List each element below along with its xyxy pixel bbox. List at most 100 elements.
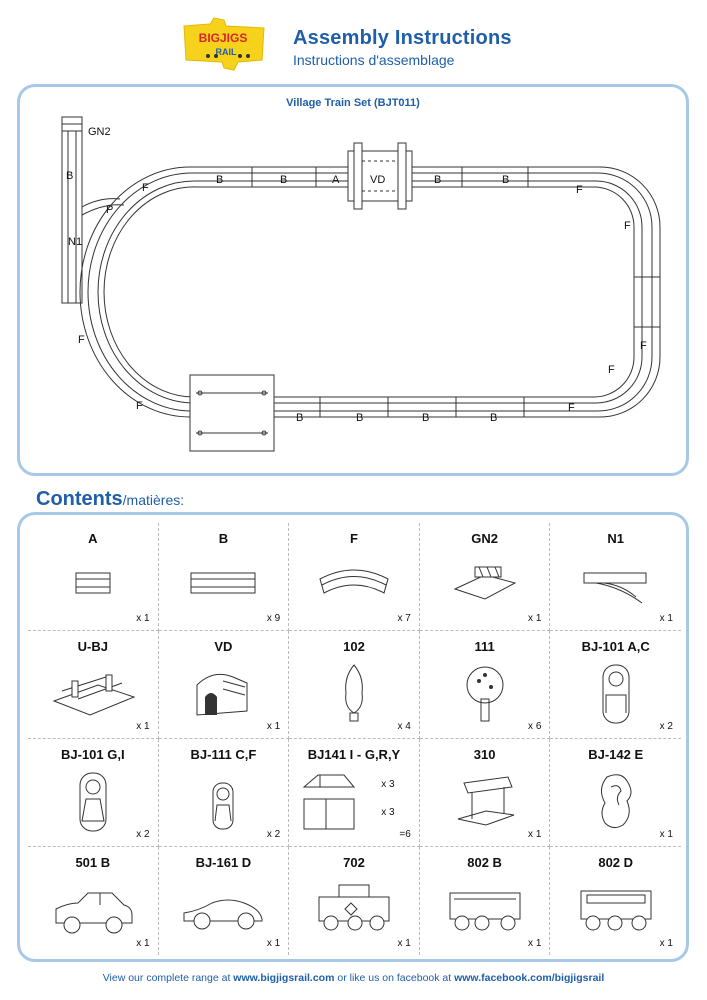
- label-b-siding: B: [66, 170, 73, 182]
- item-label: BJ-142 E: [588, 747, 644, 762]
- item-qty: x 4: [397, 721, 411, 732]
- contents-item: 102 x 4: [289, 631, 420, 739]
- item-label: 802 D: [598, 855, 634, 870]
- item-qty: =6: [399, 829, 411, 840]
- item-sub-qty-block: x 3: [381, 807, 395, 818]
- contents-subtitle: /matières:: [122, 492, 185, 508]
- label-vd: VD: [370, 174, 385, 186]
- contents-heading: Contents/matières:: [36, 488, 184, 511]
- item-label: BJ-101 A,C: [581, 639, 650, 654]
- contents-item: BJ-101 A,C x 2: [550, 631, 681, 739]
- footer-middle: or like us on facebook at: [334, 972, 455, 984]
- item-label: 310: [473, 747, 496, 762]
- item-qty: x 2: [659, 721, 673, 732]
- label-f-4: F: [640, 340, 647, 352]
- straight-short-track-icon: [75, 572, 111, 594]
- item-label: 702: [343, 855, 365, 870]
- label-a: A: [332, 174, 340, 186]
- contents-item: A x 1: [28, 523, 159, 631]
- item-label: 802 B: [467, 855, 502, 870]
- item-label: B: [218, 531, 229, 546]
- item-label: BJ-161 D: [195, 855, 252, 870]
- label-f-6: F: [136, 400, 143, 412]
- logo-brand-bottom: RAIL: [216, 47, 237, 57]
- label-f-7: F: [568, 402, 575, 414]
- item-label: 501 B: [75, 855, 111, 870]
- footer-website-link[interactable]: www.bigjigsrail.com: [233, 972, 335, 984]
- footer-facebook-link[interactable]: www.facebook.com/bigjigsrail: [454, 972, 605, 984]
- item-label: N1: [607, 531, 624, 546]
- contents-item: 802 B x 1: [420, 847, 551, 955]
- contents-item: BJ-101 G,I x 2: [28, 739, 159, 847]
- label-f-1: F: [142, 182, 149, 194]
- item-label: F: [350, 531, 358, 546]
- contents-item: VD x 1: [158, 631, 290, 739]
- bigjigs-rail-logo: BIGJIGS RAIL: [180, 16, 270, 72]
- label-gn2: GN2: [88, 126, 111, 138]
- item-qty: x 7: [397, 613, 411, 624]
- level-crossing-icon: [52, 674, 136, 716]
- contents-item: F x 7: [289, 523, 420, 631]
- item-qty: x 1: [528, 829, 542, 840]
- item-qty: x 1: [659, 613, 673, 624]
- contents-item: B x 9: [158, 523, 290, 631]
- item-qty: x 1: [397, 938, 411, 949]
- carriage-icon: [580, 890, 652, 931]
- contents-item: BJ-111 C,F x 2: [158, 739, 290, 847]
- figure-child-icon: [212, 782, 234, 830]
- bush-icon: [600, 774, 632, 829]
- label-b-1: B: [216, 174, 223, 186]
- contents-item: BJ-142 E x 1: [550, 739, 681, 847]
- label-b-5: B: [296, 412, 303, 424]
- item-sub-qty-roof: x 3: [381, 779, 395, 790]
- page-title: Assembly Instructions: [293, 27, 512, 49]
- item-qty: x 1: [659, 829, 673, 840]
- label-n1: N1: [68, 236, 82, 248]
- item-qty: x 2: [266, 829, 281, 840]
- wagon-icon: [449, 892, 521, 931]
- label-b-6: B: [356, 412, 363, 424]
- item-label: BJ-111 C,F: [190, 747, 257, 762]
- contents-item: GN2 x 1: [419, 523, 551, 631]
- item-qty: x 1: [266, 938, 281, 949]
- figure-man-icon: [602, 664, 630, 724]
- track-layout-diagram: GN2 B N1 P F B B A VD B B F F F F F B B …: [61, 116, 661, 452]
- shelter-icon: [457, 776, 514, 826]
- tunnel-icon: [196, 673, 248, 716]
- points-track-icon: [583, 572, 647, 604]
- contents-grid: A x 1 B x 9 F x 7 GN2 x 1: [28, 523, 681, 955]
- locomotive-icon: [318, 884, 390, 931]
- label-p: P: [106, 204, 113, 216]
- contents-item: BJ141 I - G,R,Y x 3 x 3 =6: [289, 739, 420, 847]
- label-f-2: F: [576, 184, 583, 196]
- item-qty: x 1: [528, 938, 542, 949]
- item-qty: x 6: [528, 721, 542, 732]
- item-qty: x 1: [136, 938, 150, 949]
- contents-item: 111 x 6: [419, 631, 551, 739]
- contents-item: BJ-161 D x 1: [159, 847, 290, 955]
- item-qty: x 9: [266, 613, 281, 624]
- contents-item: U-BJ x 1: [28, 631, 159, 739]
- sports-car-icon: [183, 899, 263, 930]
- contents-item: N1 x 1: [550, 523, 681, 631]
- contents-item: 310 x 1: [419, 739, 551, 847]
- item-qty: x 1: [659, 938, 673, 949]
- label-b-2: B: [280, 174, 287, 186]
- label-b-4: B: [502, 174, 509, 186]
- footer-prefix: View our complete range at: [102, 972, 234, 984]
- track-layout-panel: Village Train Set (BJT011): [17, 84, 689, 476]
- item-qty: x 1: [136, 613, 150, 624]
- page-header: BIGJIGS RAIL Assembly Instructions Instr…: [0, 0, 707, 80]
- label-f-8: F: [608, 364, 615, 376]
- label-b-7: B: [422, 412, 429, 424]
- curved-track-icon: [319, 569, 389, 594]
- layout-title: Village Train Set (BJT011): [286, 97, 420, 109]
- page-subtitle: Instructions d'assemblage: [293, 52, 455, 68]
- item-label: VD: [214, 639, 233, 654]
- contents-title: Contents: [36, 488, 123, 510]
- item-label: BJ141 I - G,R,Y: [307, 747, 401, 762]
- label-b-3: B: [434, 174, 441, 186]
- contents-item: 501 B x 1: [28, 847, 159, 955]
- label-f-3: F: [624, 220, 631, 232]
- round-tree-icon: [466, 666, 504, 722]
